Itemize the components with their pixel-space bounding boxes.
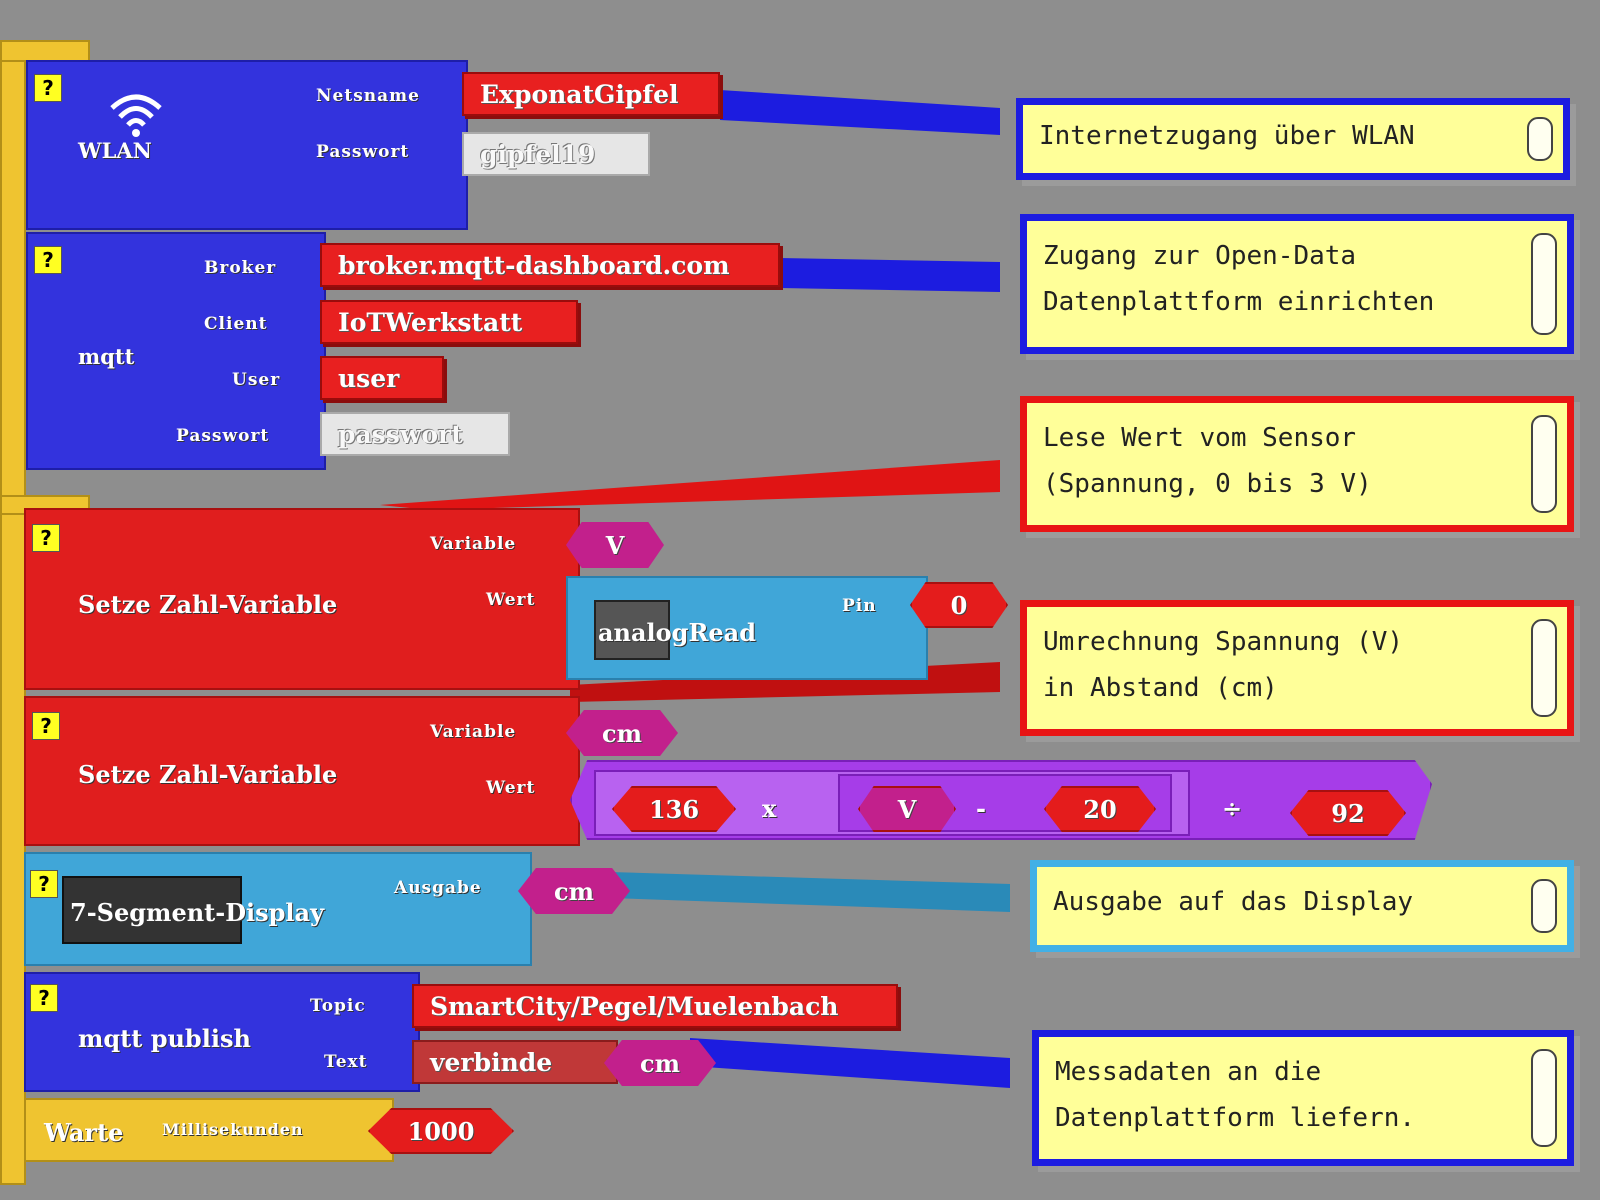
mqtt-publish-label: mqtt publish — [78, 1024, 251, 1053]
mqtt-password-field[interactable]: passwort — [320, 412, 510, 456]
comment-line: Zugang zur Open-Data — [1043, 241, 1357, 271]
display-output-field[interactable]: cm — [518, 868, 630, 914]
mqtt-block[interactable]: ? mqtt Broker Client User Passwort — [26, 232, 326, 470]
set-variable-label: Setze Zahl-Variable — [78, 590, 338, 619]
help-icon[interactable]: ? — [34, 246, 62, 274]
loop-bracket-bottom[interactable] — [0, 495, 26, 1185]
text-field[interactable]: verbinde — [412, 1040, 618, 1084]
comment-scrollbar[interactable] — [1527, 117, 1553, 161]
comment-sensor[interactable]: Lese Wert vom Sensor (Spannung, 0 bis 3 … — [1020, 396, 1574, 532]
wlan-block[interactable]: ? WLAN Netsname Passwort — [26, 60, 468, 230]
comment-line: (Spannung, 0 bis 3 V) — [1043, 469, 1372, 499]
comment-line: Internetzugang über WLAN — [1039, 121, 1415, 151]
value-label: Wert — [486, 590, 536, 610]
help-icon[interactable]: ? — [32, 712, 60, 740]
multiply-operator[interactable]: x — [762, 794, 777, 823]
help-icon[interactable]: ? — [32, 524, 60, 552]
divide-operator[interactable]: ÷ — [1222, 794, 1243, 823]
broker-label: Broker — [204, 258, 277, 278]
wire-mqtt — [780, 258, 1000, 292]
output-label: Ausgabe — [394, 878, 482, 898]
wlan-label: WLAN — [78, 138, 152, 163]
variable-v-field[interactable]: V — [566, 522, 664, 568]
number-92[interactable]: 92 — [1290, 790, 1406, 836]
wait-block[interactable]: Warte Millisekunden — [24, 1098, 394, 1162]
text-variable-field[interactable]: cm — [604, 1040, 716, 1086]
help-icon[interactable]: ? — [30, 870, 58, 898]
comment-publish[interactable]: Messadaten an die Datenplattform liefern… — [1032, 1030, 1574, 1166]
variable-label: Variable — [430, 534, 517, 554]
comment-line: Lese Wert vom Sensor — [1043, 423, 1357, 453]
comment-line: in Abstand (cm) — [1043, 673, 1278, 703]
subtract-operator[interactable]: - — [976, 794, 986, 823]
analogread-block[interactable]: analogRead Pin — [566, 576, 928, 680]
comment-scrollbar[interactable] — [1531, 415, 1557, 513]
ssid-label: Netsname — [316, 86, 420, 106]
text-label: Text — [324, 1052, 368, 1072]
user-field[interactable]: user — [320, 356, 444, 400]
set-variable-cm-block[interactable]: ? Setze Zahl-Variable Variable Wert — [24, 696, 580, 846]
comment-display[interactable]: Ausgabe auf das Display — [1030, 860, 1574, 952]
value-label: Wert — [486, 778, 536, 798]
comment-scrollbar[interactable] — [1531, 879, 1557, 933]
set-variable-v-block[interactable]: ? Setze Zahl-Variable Variable Wert — [24, 508, 580, 690]
pin-field[interactable]: 0 — [910, 582, 1008, 628]
chip-icon — [594, 600, 670, 660]
comment-scrollbar[interactable] — [1531, 233, 1557, 335]
analogread-label: analogRead — [598, 618, 757, 647]
comment-line: Umrechnung Spannung (V) — [1043, 627, 1404, 657]
wait-value-field[interactable]: 1000 — [368, 1108, 514, 1154]
wire-display — [610, 872, 1010, 912]
wlan-password-field[interactable]: gipfel19 — [462, 132, 650, 176]
help-icon[interactable]: ? — [30, 984, 58, 1012]
ssid-field[interactable]: ExponatGipfel — [462, 72, 720, 116]
wait-label: Warte — [44, 1118, 124, 1147]
client-field[interactable]: IoTWerkstatt — [320, 300, 578, 344]
comment-scrollbar[interactable] — [1531, 1049, 1557, 1147]
wlan-password-label: Passwort — [316, 142, 410, 162]
comment-convert[interactable]: Umrechnung Spannung (V) in Abstand (cm) — [1020, 600, 1574, 736]
loop-bracket-top[interactable] — [0, 40, 26, 500]
wire-publish — [690, 1038, 1010, 1088]
wire-sensor — [380, 460, 1000, 510]
wifi-icon — [110, 94, 162, 137]
wire-wlan — [720, 90, 1000, 135]
comment-line: Datenplattform einrichten — [1043, 287, 1435, 317]
client-label: Client — [204, 314, 268, 334]
comment-mqtt[interactable]: Zugang zur Open-Data Datenplattform einr… — [1020, 214, 1574, 354]
comment-scrollbar[interactable] — [1531, 619, 1557, 717]
number-20[interactable]: 20 — [1044, 786, 1156, 832]
comment-line: Ausgabe auf das Display — [1053, 887, 1414, 917]
display-label: 7-Segment-Display — [70, 898, 325, 927]
user-label: User — [232, 370, 281, 390]
variable-v-ref[interactable]: V — [858, 786, 956, 832]
topic-label: Topic — [310, 996, 366, 1016]
set-variable-label: Setze Zahl-Variable — [78, 760, 338, 789]
topic-field[interactable]: SmartCity/Pegel/Muelenbach — [412, 984, 898, 1028]
help-icon[interactable]: ? — [34, 74, 62, 102]
number-136[interactable]: 136 — [612, 786, 736, 832]
mqtt-password-label: Passwort — [176, 426, 270, 446]
mqtt-publish-block[interactable]: ? mqtt publish Topic Text — [24, 972, 420, 1092]
seven-segment-icon — [62, 876, 242, 944]
loop-bracket-top-cap — [0, 40, 90, 62]
comment-line: Messadaten an die — [1055, 1057, 1322, 1087]
comment-wlan[interactable]: Internetzugang über WLAN — [1016, 98, 1570, 180]
display-block[interactable]: ? 7-Segment-Display Ausgabe — [24, 852, 532, 966]
mqtt-label: mqtt — [78, 344, 135, 369]
variable-label: Variable — [430, 722, 517, 742]
variable-cm-field[interactable]: cm — [566, 710, 678, 756]
milliseconds-label: Millisekunden — [162, 1120, 304, 1139]
comment-line: Datenplattform liefern. — [1055, 1103, 1416, 1133]
broker-field[interactable]: broker.mqtt-dashboard.com — [320, 243, 780, 287]
pin-label: Pin — [842, 596, 877, 616]
